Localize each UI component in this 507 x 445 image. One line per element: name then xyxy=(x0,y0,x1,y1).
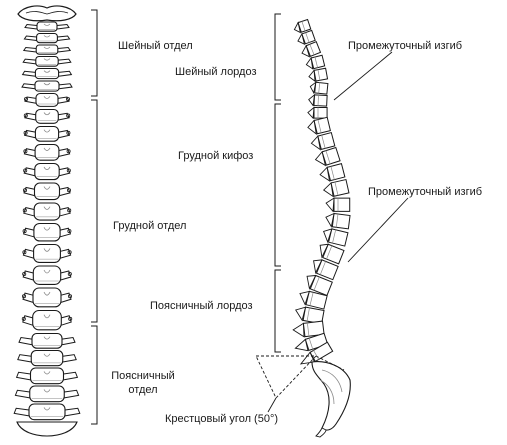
front-vertebra xyxy=(22,265,72,285)
front-vertebra xyxy=(23,162,71,181)
front-vertebra xyxy=(18,332,76,349)
spine-front-view xyxy=(13,5,81,437)
label-thoracic-kyphosis: Грудной кифоз xyxy=(178,150,254,162)
coccyx xyxy=(315,427,327,438)
side-vertebra xyxy=(306,274,333,297)
side-vertebra xyxy=(313,259,339,281)
side-vertebra xyxy=(319,163,346,182)
front-vertebra xyxy=(21,287,73,308)
front-vertebra xyxy=(17,349,77,367)
side-vertebra xyxy=(307,116,331,136)
front-vertebra xyxy=(23,125,71,142)
label-sacral-angle: Крестцовый угол (50°) xyxy=(165,413,279,425)
bracket-thoracic-region xyxy=(91,99,98,323)
side-vertebra xyxy=(307,106,328,120)
side-vertebra xyxy=(325,197,351,213)
label-lumbar-region-line1: Поясничный xyxy=(111,370,175,382)
side-vertebra xyxy=(297,29,316,45)
sacrum-front xyxy=(16,421,78,437)
leader-sacral-angle xyxy=(267,397,277,413)
label-thoracic-region: Грудной отдел xyxy=(113,220,187,232)
side-vertebra xyxy=(305,54,326,70)
side-vertebra xyxy=(293,18,312,34)
front-vertebra xyxy=(22,202,72,221)
front-vertebra xyxy=(22,182,72,201)
front-vertebra xyxy=(22,243,72,263)
side-vertebra xyxy=(319,243,345,265)
front-vertebra xyxy=(22,44,72,55)
bracket-lumbar-lordosis xyxy=(274,269,281,353)
front-vertebra xyxy=(23,143,71,161)
side-vertebra xyxy=(325,212,351,230)
side-vertebra xyxy=(295,306,325,325)
bracket-thoracic-kyphosis xyxy=(274,103,281,267)
label-cervical-region: Шейный отдел xyxy=(118,40,193,52)
side-vertebra xyxy=(323,228,349,247)
atlas-vertebra xyxy=(17,5,77,22)
front-vertebra xyxy=(24,21,70,32)
front-vertebra xyxy=(22,55,72,67)
label-lumbar-lordosis: Поясничный лордоз xyxy=(150,300,253,312)
label-cervical-lordosis: Шейный лордоз xyxy=(175,66,257,78)
front-vertebra xyxy=(13,403,81,421)
front-vertebra xyxy=(23,92,71,107)
front-vertebra xyxy=(21,80,73,92)
sacral-angle-triangle xyxy=(255,355,318,399)
side-vertebra xyxy=(310,131,336,151)
region-brackets xyxy=(91,9,281,425)
front-vertebra xyxy=(22,222,72,242)
side-vertebra xyxy=(314,146,341,167)
bracket-lumbar-region xyxy=(91,325,98,425)
side-vertebra xyxy=(309,81,329,95)
front-vertebra xyxy=(21,67,73,80)
label-lumbar-region-line2: отдел xyxy=(128,384,158,396)
bracket-cervical-lordosis xyxy=(274,13,281,101)
front-vertebra xyxy=(23,108,71,124)
sacral-angle-extension xyxy=(315,355,345,371)
label-transition-curve-lower: Промежуточный изгиб xyxy=(368,186,483,198)
front-vertebra xyxy=(15,367,79,385)
side-vertebra xyxy=(308,67,329,83)
bracket-cervical-region xyxy=(91,9,98,97)
side-vertebra xyxy=(322,178,350,198)
spine-side-view xyxy=(292,18,351,438)
leader-transition-lower xyxy=(347,197,409,263)
side-vertebra xyxy=(299,290,328,310)
label-leader-lines xyxy=(255,51,409,413)
side-vertebra xyxy=(308,93,328,107)
leader-transition-upper xyxy=(333,51,393,101)
side-vertebra xyxy=(301,41,322,58)
front-vertebra xyxy=(14,385,80,403)
front-vertebra xyxy=(21,309,73,331)
front-vertebra xyxy=(23,32,71,44)
label-transition-curve-upper: Промежуточный изгиб xyxy=(348,40,463,52)
sacrum-side xyxy=(311,361,351,431)
